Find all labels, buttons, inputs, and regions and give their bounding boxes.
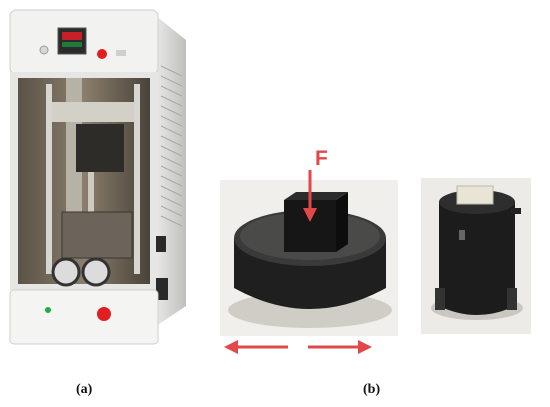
temperature-controller-display-icon	[57, 27, 87, 55]
panel-a-caption: (a)	[76, 382, 93, 397]
indicator-light-top-icon	[97, 49, 107, 59]
panel-b-caption: (b)	[363, 382, 381, 397]
testing-machine-photo	[9, 9, 186, 345]
dial-gauge-right-icon	[81, 257, 111, 287]
force-label: F	[315, 147, 328, 170]
expansion-arrows-icon	[224, 340, 372, 354]
indicator-light-base-icon	[97, 307, 111, 321]
dial-gauge-left-icon	[51, 257, 81, 287]
force-arrow-icon	[303, 170, 317, 222]
cell-cap-icon	[456, 185, 494, 205]
status-led-icon	[45, 307, 51, 313]
cylindrical-cell-photo	[421, 178, 531, 334]
